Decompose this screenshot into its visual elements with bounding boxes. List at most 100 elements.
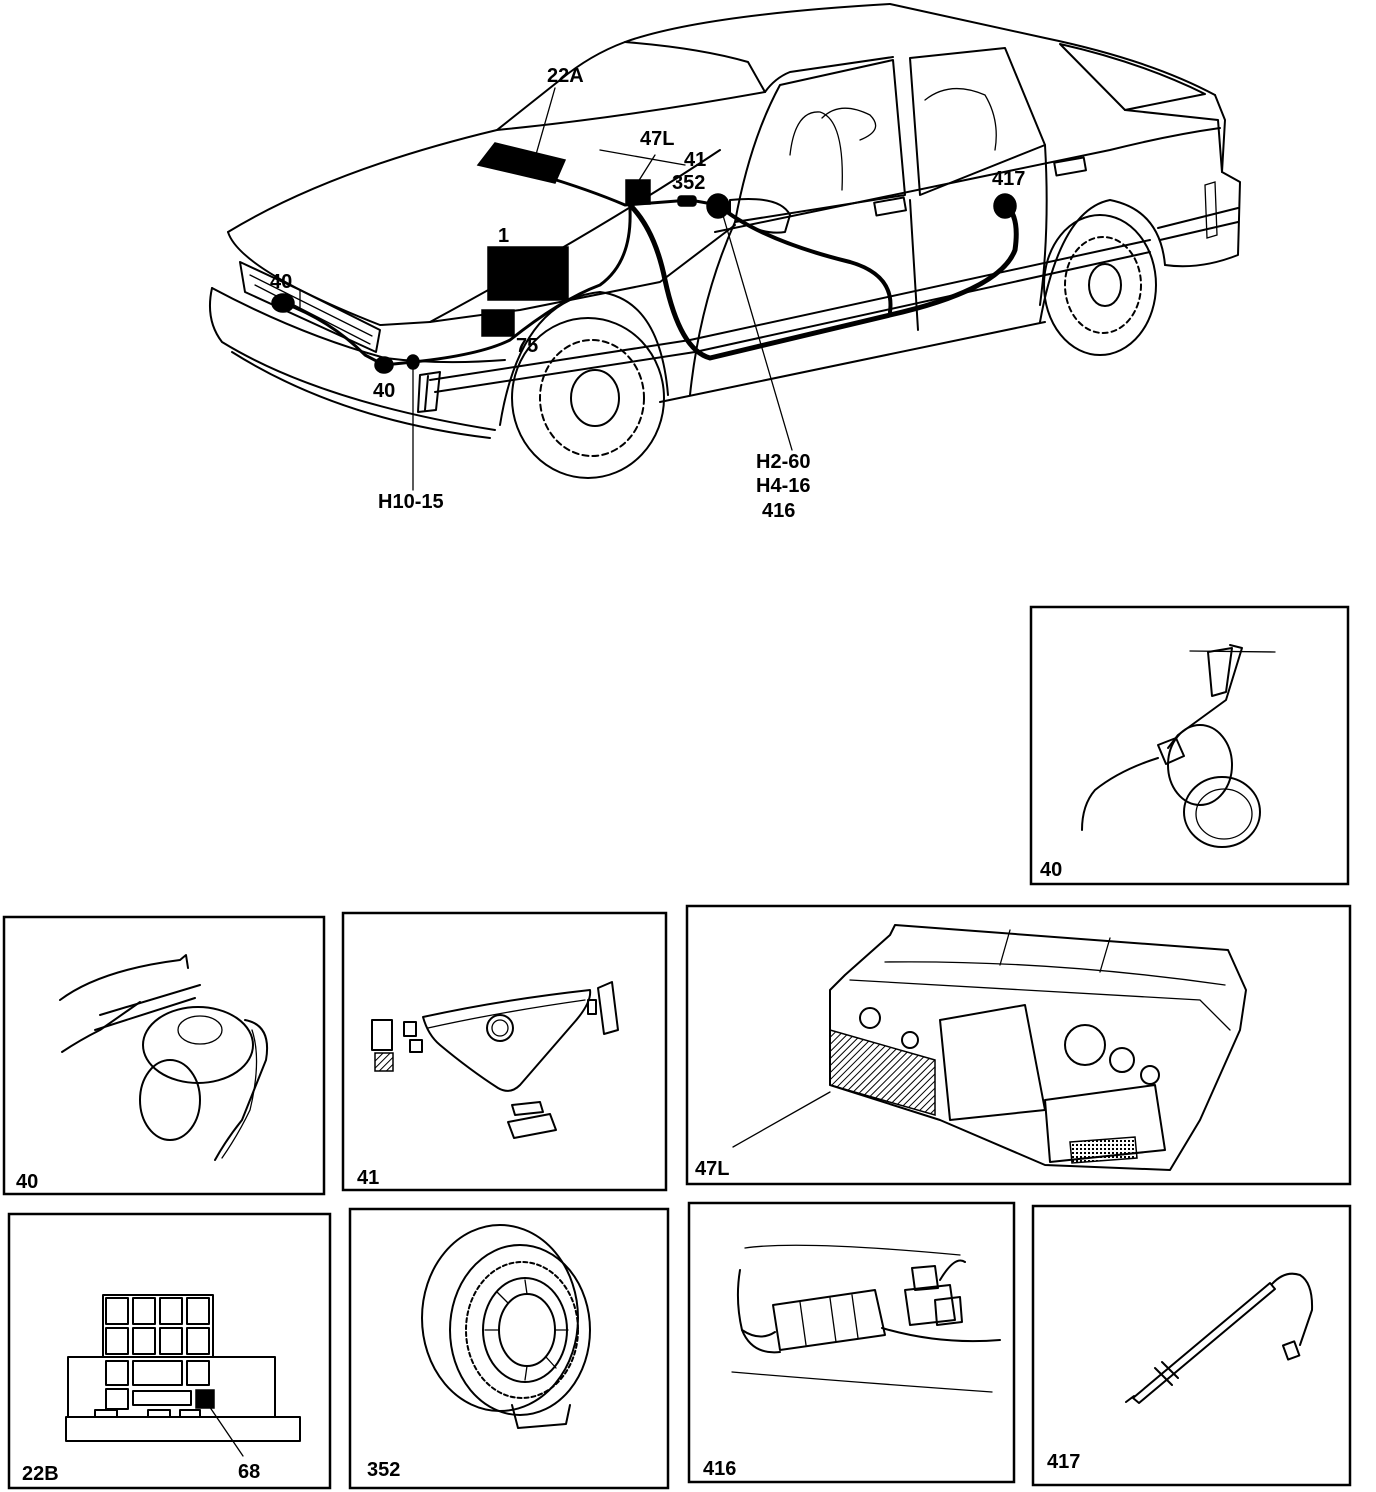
headlight-cluster: [239, 261, 381, 353]
main-harness: [627, 202, 1019, 361]
horn-body: [142, 1006, 254, 1084]
fuse-slot: [105, 1297, 129, 1325]
callout-40-upper: 40: [270, 271, 292, 293]
wire-right: [881, 1327, 1001, 1343]
fuse-box-foot: [94, 1409, 118, 1418]
interior-headrest: [821, 107, 877, 141]
panel-label: 416: [703, 1458, 736, 1480]
fuse-box-top: [102, 1294, 214, 1358]
callout-352: 352: [672, 172, 705, 194]
callout-h10-15: H10-15: [378, 491, 444, 513]
reel-outer-front: [449, 1244, 591, 1416]
fuse-slot: [186, 1297, 210, 1325]
horn-bell: [1183, 776, 1261, 848]
reel-spokes: [484, 1279, 569, 1381]
connector-far-right: [934, 1296, 963, 1326]
component-22a: [476, 142, 567, 184]
fuse-slot: [132, 1297, 156, 1325]
fuse-slot: [186, 1327, 210, 1355]
horn-body: [1167, 724, 1233, 806]
hand-outline: [59, 954, 189, 1001]
sensor-probe: [1132, 1282, 1276, 1404]
rear-window: [1059, 43, 1206, 111]
rear-rim: [1064, 236, 1142, 334]
panel-frame: [7, 1212, 332, 1490]
callout-22a: 22A: [547, 65, 584, 87]
rear-door-handle: [1053, 156, 1087, 177]
horn-wire: [214, 1019, 268, 1161]
relay-68: [195, 1389, 215, 1409]
fuse-box-body: [67, 1356, 276, 1418]
connector-top: [911, 1265, 939, 1291]
cluster-rear-face: [849, 979, 1231, 1031]
beltline: [714, 127, 1221, 233]
component-352: [677, 195, 697, 207]
panel-frame: [2, 915, 326, 1196]
component-75: [481, 309, 515, 337]
connector-h2-60: [706, 193, 730, 219]
horn-wire-2: [221, 1029, 258, 1159]
fuse-slot: [186, 1360, 210, 1386]
body-contour-top: [744, 1244, 961, 1256]
central-gauge: [939, 1004, 1046, 1121]
front-door-edge: [689, 221, 736, 396]
emblem: [486, 1014, 514, 1042]
horn-terminal: [1157, 737, 1185, 765]
car-overview: 22A 47L 41 352 417 1 40 40 75 H10-15 H2-…: [209, 3, 1241, 522]
circuit-board: [1044, 1084, 1166, 1163]
fuse-slot: [105, 1327, 129, 1355]
panel-label: 41: [357, 1167, 379, 1189]
leader-47l: [637, 154, 656, 183]
horn-wire: [1081, 757, 1159, 831]
rear-tire: [1043, 214, 1157, 356]
clip-left: [371, 1019, 393, 1051]
wire-top: [939, 1259, 966, 1281]
component-40-upper: [271, 293, 295, 313]
rear-end: [1164, 94, 1241, 268]
fuse-slot: [159, 1327, 183, 1355]
panel-47l: 47L: [685, 904, 1352, 1186]
windshield-base: [496, 91, 766, 131]
fuse-slot-bar: [132, 1390, 192, 1406]
front-hub: [570, 369, 620, 427]
panel-frame: [685, 904, 1352, 1186]
indicator-lamp: [417, 371, 441, 413]
door-harness: [716, 203, 893, 314]
callout-416: 416: [762, 500, 795, 522]
emblem-inner: [491, 1019, 509, 1037]
rear-bumper: [1157, 207, 1239, 241]
callout-40-lower: 40: [373, 380, 395, 402]
clip-bottom: [507, 1113, 557, 1139]
reel-hub: [498, 1293, 556, 1367]
components: [271, 142, 1017, 374]
front-fender-line: [429, 224, 736, 323]
component-40-lower: [374, 356, 394, 374]
fuse-slot-wide: [132, 1360, 183, 1386]
rocker-panel: [659, 321, 1046, 403]
reel-tab: [511, 1404, 571, 1429]
fuse-slot: [105, 1360, 129, 1386]
cluster-lid-edge: [999, 929, 1111, 973]
clip-small-2: [409, 1039, 423, 1053]
gauge-right: [1064, 1024, 1106, 1066]
rear-hub: [1088, 263, 1122, 307]
clip-small-1: [403, 1021, 417, 1037]
fuse-slot: [159, 1297, 183, 1325]
clip-right: [597, 981, 619, 1035]
clip-right-small: [587, 999, 597, 1015]
horn-cap: [177, 1015, 223, 1045]
panel-frame: [687, 1201, 1016, 1484]
hood-far-edge: [227, 129, 498, 233]
horn-bell-inner: [1195, 788, 1253, 840]
panel-41: 41: [341, 911, 668, 1192]
front-bumper: [209, 287, 496, 431]
callout-41: 41: [684, 149, 706, 171]
fuse-slot: [132, 1327, 156, 1355]
front-door-handle: [873, 196, 907, 217]
component-417: [993, 193, 1017, 219]
hood-front-edge: [227, 231, 431, 326]
car-body-outline: [209, 3, 1241, 479]
horn-bracket-plate: [1207, 647, 1233, 697]
front-tire: [511, 317, 665, 479]
